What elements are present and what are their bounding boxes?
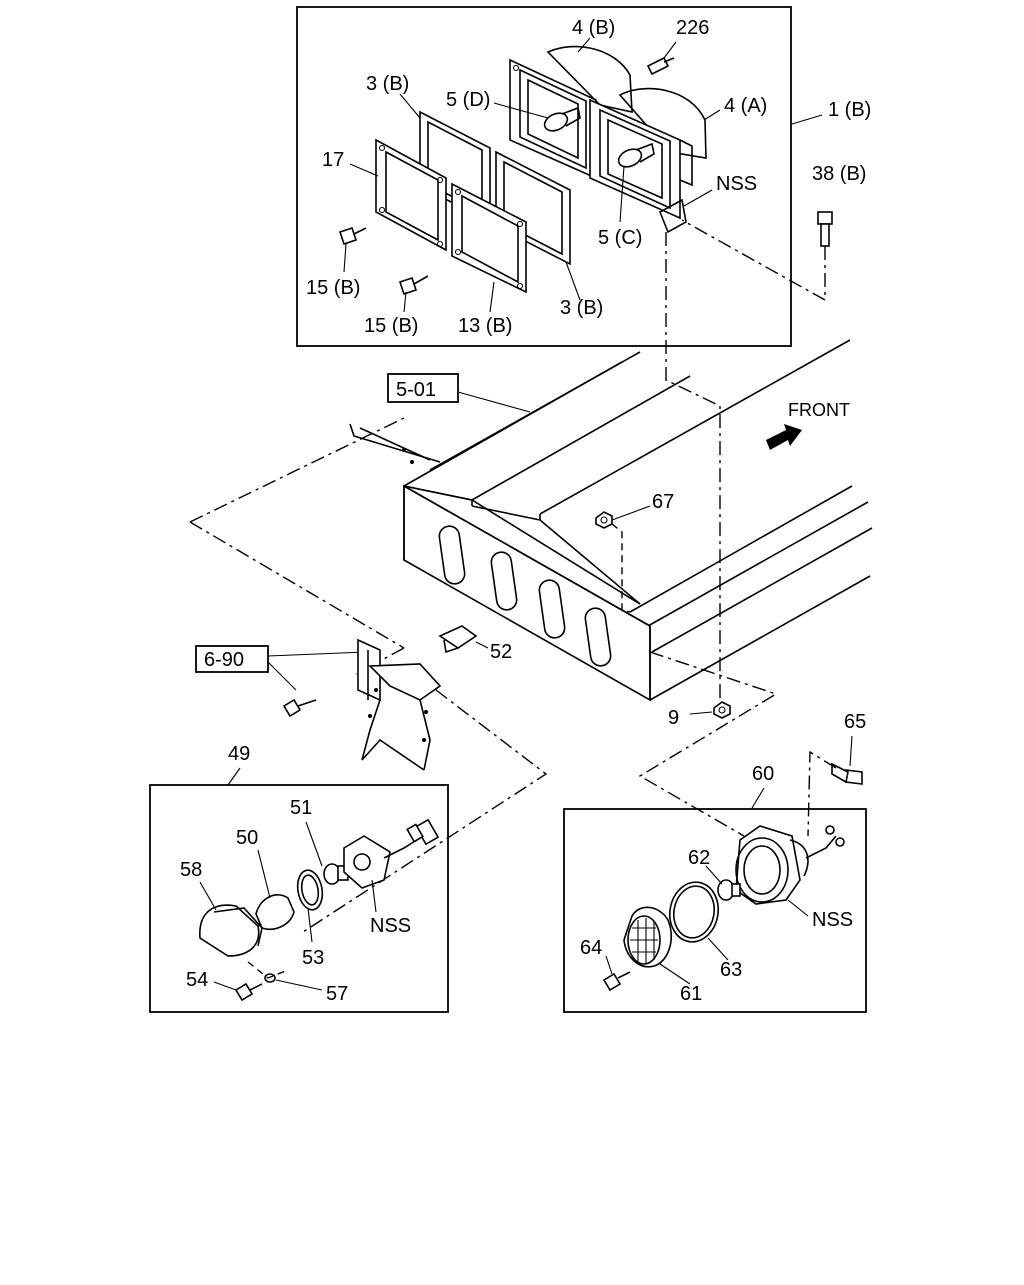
callout-15b-a: 15 (B) xyxy=(306,277,360,299)
nut-67 xyxy=(595,511,613,529)
front-label: FRONT xyxy=(788,400,850,420)
callout-226: 226 xyxy=(676,17,709,39)
bolt-6-90 xyxy=(282,698,317,718)
callout-53: 53 xyxy=(302,947,324,969)
callout-62: 62 xyxy=(688,847,710,869)
bolt-38b xyxy=(817,211,833,247)
screw-64 xyxy=(602,971,631,992)
grommet-52 xyxy=(438,625,478,654)
lamp-housing-4a xyxy=(589,87,707,220)
headlamp-detail-frame xyxy=(296,6,792,347)
license-lamp-group: 49 xyxy=(149,743,449,1013)
washer-57 xyxy=(264,973,276,983)
callout-13b: 13 (B) xyxy=(458,315,512,337)
screw-54 xyxy=(234,982,263,1002)
lamp-socket-left xyxy=(343,818,440,889)
side-lamp-detail-frame xyxy=(563,808,867,1013)
headlamp-bracket xyxy=(658,198,687,234)
callout-38b: 38 (B) xyxy=(812,163,866,185)
bulb-5d xyxy=(543,106,581,132)
callout-5d: 5 (D) xyxy=(446,89,490,111)
callout-4b: 4 (B) xyxy=(572,17,615,39)
callout-50: 50 xyxy=(236,827,258,849)
callout-1b: 1 (B) xyxy=(828,99,871,121)
callout-nss-right: NSS xyxy=(812,909,853,931)
screw-15b-lower xyxy=(398,275,429,296)
callout-15b-b: 15 (B) xyxy=(364,315,418,337)
ref-box-5-01 xyxy=(387,373,459,403)
callout-60: 60 xyxy=(752,763,774,785)
callout-4a: 4 (A) xyxy=(724,95,767,117)
callout-17: 17 xyxy=(322,149,344,171)
bulb-51 xyxy=(323,863,349,885)
lamp-cover-58 xyxy=(199,904,263,957)
license-lamp-bracket xyxy=(357,638,442,771)
callout-57: 57 xyxy=(326,983,348,1005)
callout-65: 65 xyxy=(844,711,866,733)
bulb-62 xyxy=(717,879,741,901)
callout-6-90: 6-90 xyxy=(204,649,244,671)
nut-9 xyxy=(713,701,731,719)
callout-63: 63 xyxy=(720,959,742,981)
ref-box-6-90 xyxy=(195,645,269,673)
callout-67: 67 xyxy=(652,491,674,513)
callout-9: 9 xyxy=(668,707,679,729)
screw-226 xyxy=(646,56,675,76)
gasket-53 xyxy=(296,869,324,911)
callout-64: 64 xyxy=(580,937,602,959)
callout-3b-top: 3 (B) xyxy=(366,73,409,95)
callout-5c: 5 (C) xyxy=(598,227,642,249)
callout-nss-left: NSS xyxy=(370,915,411,937)
front-arrow-icon xyxy=(766,424,802,450)
bezel-13b xyxy=(451,182,527,294)
lens-50 xyxy=(255,894,295,930)
callout-61: 61 xyxy=(680,983,702,1005)
callout-58: 58 xyxy=(180,859,202,881)
callout-49: 49 xyxy=(228,743,250,765)
screw-15b-upper xyxy=(338,226,367,246)
callout-3b-bottom: 3 (B) xyxy=(560,297,603,319)
license-lamp-detail-frame xyxy=(149,784,449,1013)
side-lamp-housing xyxy=(735,825,845,905)
side-lamp-group: 60 65 xyxy=(563,711,867,1013)
callout-54: 54 xyxy=(186,969,208,991)
headlamp-assembly-group: 4 (B) 226 3 (B) 5 (D) 4 (A) 1 (B) 17 NSS… xyxy=(296,6,871,347)
callout-52: 52 xyxy=(490,641,512,663)
bezel-17 xyxy=(375,138,447,252)
bulb-5c xyxy=(617,142,655,168)
callout-51: 51 xyxy=(290,797,312,819)
callout-5-01: 5-01 xyxy=(396,379,436,401)
lens-61 xyxy=(623,906,672,968)
gasket-3b-lower xyxy=(495,150,571,266)
bolt-65 xyxy=(831,762,863,785)
callout-nss-top: NSS xyxy=(716,173,757,195)
gasket-63 xyxy=(668,881,720,943)
